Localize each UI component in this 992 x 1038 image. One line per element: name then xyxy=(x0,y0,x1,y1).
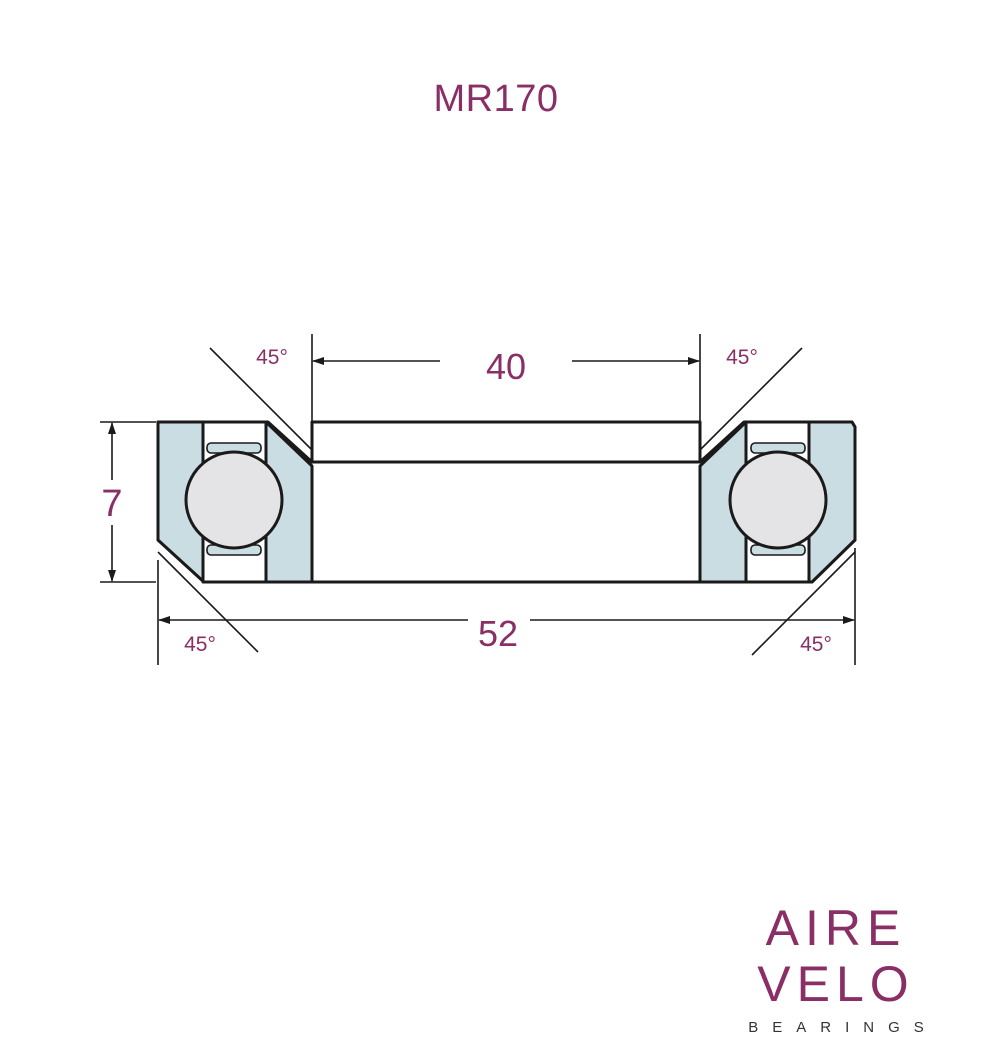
left-race-group xyxy=(156,420,314,584)
chamfer-line-top-right xyxy=(699,347,803,451)
angle-label-top-right: 45° xyxy=(726,346,758,369)
top-chamfer-lines: 45° 45° xyxy=(209,346,803,451)
right-race-group xyxy=(698,420,857,584)
bottom-chamfer-lines: 45° 45° xyxy=(157,551,856,656)
left-outer-race xyxy=(156,420,206,584)
bearing-model-title: MR170 xyxy=(433,78,559,120)
right-outer-race xyxy=(807,420,857,584)
angle-label-top-left: 45° xyxy=(256,346,288,369)
right-ball xyxy=(728,450,828,550)
inner-diameter-label: 40 xyxy=(486,346,526,387)
angle-label-bottom-left: 45° xyxy=(184,633,216,656)
outer-diameter-dimension: 52 xyxy=(157,548,856,665)
brand-subtitle: BEARINGS xyxy=(748,1019,938,1036)
bearing-cross-section-diagram: 40 45° 45° 7 52 45° 45° xyxy=(100,334,857,665)
chamfer-line-bottom-right xyxy=(751,551,856,656)
brand-name: AIRE VELO xyxy=(757,900,915,1012)
chamfer-line-bottom-left xyxy=(157,551,259,653)
chamfer-line-top-left xyxy=(209,347,313,451)
outer-diameter-label: 52 xyxy=(478,613,518,654)
inner-diameter-dimension: 40 xyxy=(311,334,701,422)
width-label: 7 xyxy=(101,483,122,525)
left-ball xyxy=(184,450,284,550)
width-dimension: 7 xyxy=(100,421,156,583)
angle-label-bottom-right: 45° xyxy=(800,633,832,656)
brand-logo: AIRE VELO BEARINGS xyxy=(690,900,982,1038)
